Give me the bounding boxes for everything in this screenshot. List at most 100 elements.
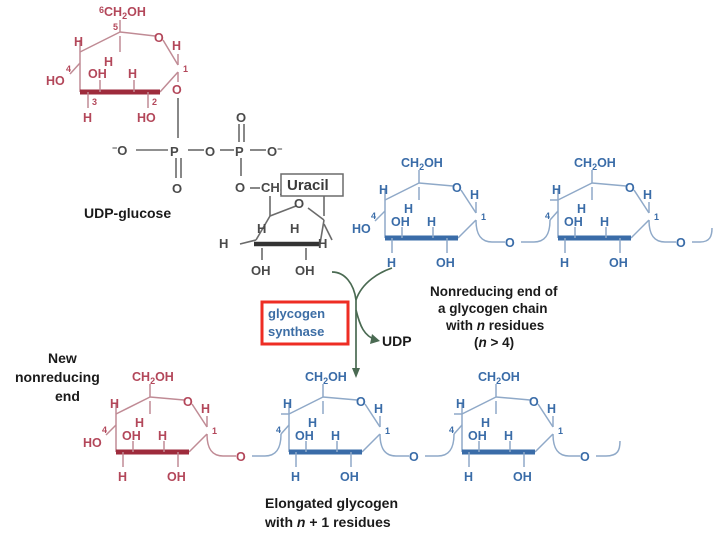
ester-oxygen: O bbox=[235, 180, 245, 195]
acceptor2-number-1: 1 bbox=[654, 212, 659, 222]
ribose-ring-oxygen: O bbox=[294, 196, 304, 211]
product2-c1-h: H bbox=[374, 402, 383, 416]
product-caption-line1: Elongated glycogen bbox=[265, 495, 398, 511]
product1-c1-h: H bbox=[201, 402, 210, 416]
product-glycosidic-o-1: O bbox=[236, 450, 246, 464]
phosphate-beta-double-o: O bbox=[236, 110, 246, 125]
phosphate-alpha-double-o: O bbox=[172, 181, 182, 196]
ribose-3-oh: OH bbox=[295, 263, 315, 278]
acceptor1-c1-h: H bbox=[470, 188, 479, 202]
acceptor2-c6: CH2OH bbox=[574, 156, 616, 172]
product1-c3-oh: OH bbox=[122, 429, 141, 443]
product-unit-1-red: CH2OH O H H 4 HO OH H H OH H 1 bbox=[83, 370, 217, 484]
acceptor1-c3-h: H bbox=[387, 256, 396, 270]
acceptor2-c2-oh: OH bbox=[609, 256, 628, 270]
udp-glucose-label: UDP-glucose bbox=[84, 205, 171, 221]
product-linkage-1: O bbox=[206, 433, 282, 464]
enzyme-name-line2: synthase bbox=[268, 324, 324, 339]
acceptor-caption-line4: (n > 4) bbox=[474, 335, 514, 350]
product2-c5-h: H bbox=[308, 416, 317, 430]
acceptor1-c3-oh: OH bbox=[391, 215, 410, 229]
product1-c5-h: H bbox=[135, 416, 144, 430]
acceptor-caption-line1: Nonreducing end of bbox=[430, 284, 558, 299]
carbon-number-2: 2 bbox=[152, 97, 157, 107]
acceptor1-c4-h: H bbox=[379, 183, 388, 197]
acceptor1-c4-ho: HO bbox=[352, 222, 371, 236]
product1-c2-oh: OH bbox=[167, 470, 186, 484]
product3-ring-o: O bbox=[529, 395, 539, 409]
phosphorus-alpha: P bbox=[170, 144, 179, 159]
product3-c5-h: H bbox=[481, 416, 490, 430]
reaction-arrows: UDP bbox=[331, 267, 412, 378]
product1-c2-h: H bbox=[158, 429, 167, 443]
product2-c6: CH2OH bbox=[305, 370, 347, 386]
product-tail-o: O bbox=[580, 450, 590, 464]
acceptor2-c5-h: H bbox=[577, 202, 586, 216]
ribose-h-right: H bbox=[318, 236, 327, 251]
c3-h: H bbox=[83, 111, 92, 125]
c1-h: H bbox=[172, 39, 181, 53]
product2-ring-o: O bbox=[356, 395, 366, 409]
product-linkage-2: O bbox=[379, 433, 455, 464]
acceptor-glycosidic-o-1: O bbox=[505, 236, 515, 250]
new-end-line2: nonreducing bbox=[15, 369, 100, 385]
acceptor2-number-4: 4 bbox=[545, 211, 550, 221]
enzyme-name-line1: glycogen bbox=[268, 306, 325, 321]
uracil-label: Uracil bbox=[287, 177, 329, 194]
ribose-h-left: H bbox=[219, 236, 228, 251]
uracil-box bbox=[280, 173, 344, 197]
acceptor-glycogen-chain: CH2OH O H H 4 HO OH H H OH H 1 O bbox=[352, 156, 713, 350]
acceptor1-c2-oh: OH bbox=[436, 256, 455, 270]
product2-number-1: 1 bbox=[385, 426, 390, 436]
acceptor-unit-1: CH2OH O H H 4 HO OH H H OH H 1 bbox=[352, 156, 486, 270]
product1-c4-h: H bbox=[110, 397, 119, 411]
acceptor2-c3-h: H bbox=[560, 256, 569, 270]
product3-number-4: 4 bbox=[449, 425, 454, 435]
product-glycogen-chain: CH2OH O H H 4 HO OH H H OH H 1 O bbox=[83, 370, 621, 530]
c2-ho: HO bbox=[137, 111, 156, 125]
product3-c2-oh: OH bbox=[513, 470, 532, 484]
product3-c3-oh: OH bbox=[468, 429, 487, 443]
carbon-number-5: 5 bbox=[113, 22, 118, 32]
udp-glucose-ring: 6CH2OH 5 O H H 4 HO OH H 3 H HO 2 H 1 O bbox=[46, 5, 188, 125]
acceptor-linkage-1: O bbox=[475, 219, 551, 250]
product3-c3-h: H bbox=[464, 470, 473, 484]
carbon-number-3: 3 bbox=[92, 97, 97, 107]
product-unit-3-blue: CH2OH O H H 4 OH H H OH H 1 bbox=[449, 370, 563, 484]
acceptor-chain-tail: O bbox=[648, 219, 713, 250]
c2-h: H bbox=[128, 67, 137, 81]
ribose-h-c2: H bbox=[290, 221, 299, 236]
acceptor1-ring-o: O bbox=[452, 181, 462, 195]
product3-number-1: 1 bbox=[558, 426, 563, 436]
product3-c4-h: H bbox=[456, 397, 465, 411]
anomeric-oxygen: O bbox=[172, 83, 182, 97]
product2-c4-h: H bbox=[283, 397, 292, 411]
c3-oh: OH bbox=[88, 67, 107, 81]
ribose-2-oh: OH bbox=[251, 263, 271, 278]
c4-ho: HO bbox=[46, 74, 65, 88]
product1-number-1: 1 bbox=[212, 426, 217, 436]
bridging-oxygen: O bbox=[205, 144, 215, 159]
acceptor2-c2-h: H bbox=[600, 215, 609, 229]
acceptor1-c6: CH2OH bbox=[401, 156, 443, 172]
new-end-line3: end bbox=[55, 388, 80, 404]
product1-c3-h: H bbox=[118, 470, 127, 484]
acceptor2-c3-oh: OH bbox=[564, 215, 583, 229]
product-chain-tail: O bbox=[552, 433, 621, 464]
ring-oxygen: O bbox=[154, 31, 164, 45]
product1-ring-o: O bbox=[183, 395, 193, 409]
ribose-ring: O H H H H OH OH Uracil bbox=[219, 173, 344, 278]
acceptor-caption-line2: a glycogen chain bbox=[438, 301, 548, 316]
phosphate-right-oxygen-label: O− bbox=[267, 144, 282, 159]
product3-c1-h: H bbox=[547, 402, 556, 416]
acceptor1-number-1: 1 bbox=[481, 212, 486, 222]
product-caption-line2: with n + 1 residues bbox=[264, 514, 391, 530]
enzyme-box[interactable]: glycogen synthase bbox=[260, 300, 350, 346]
phosphorus-beta: P bbox=[235, 144, 244, 159]
product2-c2-oh: OH bbox=[340, 470, 359, 484]
acceptor2-c4-h: H bbox=[552, 183, 561, 197]
product1-c6: CH2OH bbox=[132, 370, 174, 386]
acceptor1-number-4: 4 bbox=[371, 211, 376, 221]
